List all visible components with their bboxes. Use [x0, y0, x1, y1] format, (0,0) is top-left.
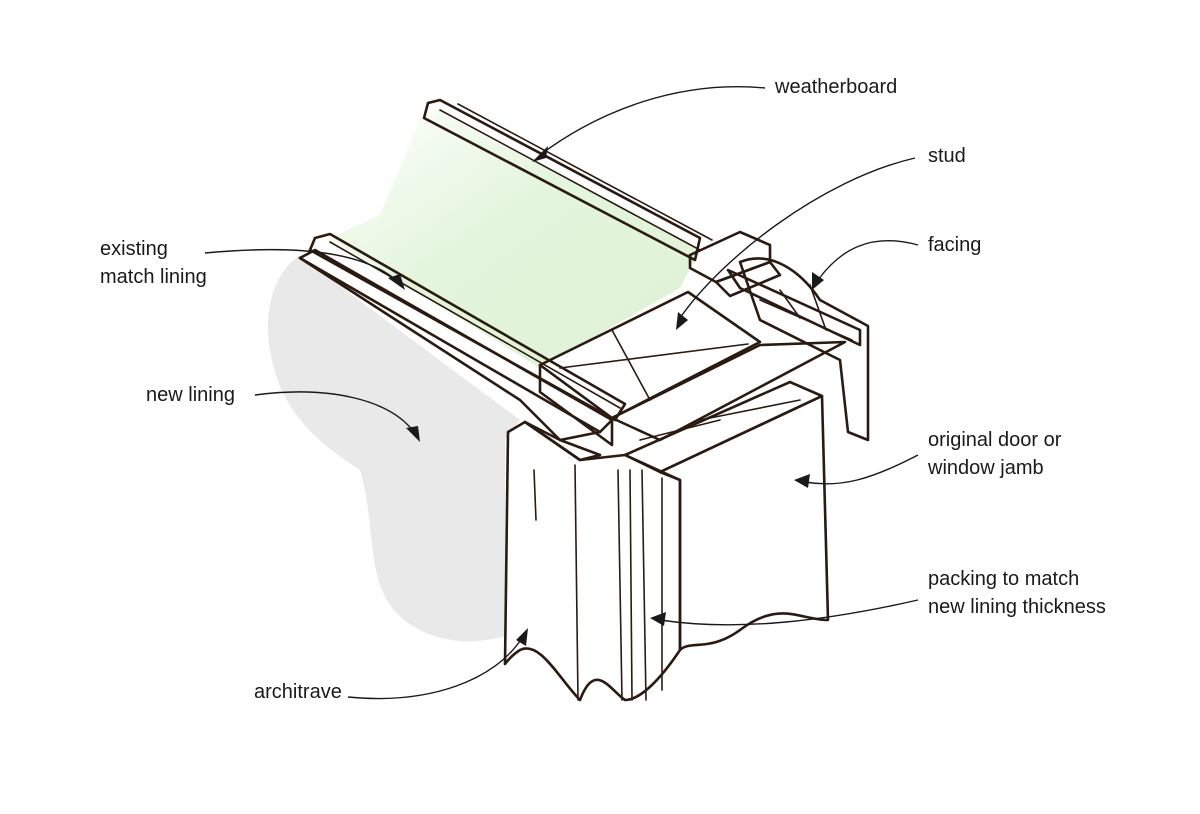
facing-part — [688, 230, 870, 442]
label-architrave: architrave — [254, 681, 342, 703]
new-lining-area — [267, 255, 520, 642]
lining-strip — [298, 232, 627, 442]
weatherboard-part — [422, 98, 713, 262]
wall-interior-face — [330, 112, 700, 368]
label-packing-line-1: packing to match — [928, 568, 1080, 590]
original-jamb-part — [610, 340, 847, 652]
label-original-jamb-line-2: window jamb — [928, 457, 1044, 479]
label-existing-match-lining-line-1: existing — [100, 238, 168, 260]
label-new-lining: new lining — [146, 384, 235, 406]
leader-packing — [650, 599, 919, 626]
label-original-jamb: original door or window jamb — [928, 426, 1061, 482]
leader-stud — [676, 157, 916, 330]
label-weatherboard: weatherboard — [775, 76, 898, 98]
label-existing-match-lining: existing match lining — [100, 235, 207, 291]
label-packing-line-2: new lining thickness — [928, 596, 1106, 618]
label-facing: facing — [928, 234, 982, 256]
architrave-part — [503, 420, 682, 702]
leader-new-lining — [254, 391, 420, 442]
label-stud: stud — [928, 145, 966, 167]
label-existing-match-lining-line-2: match lining — [100, 266, 207, 288]
leader-weatherboard — [532, 86, 766, 162]
label-packing: packing to match new lining thickness — [928, 565, 1106, 621]
leader-facing — [812, 240, 919, 290]
leader-architrave — [347, 628, 528, 700]
leader-match-lining — [204, 248, 405, 290]
label-original-jamb-line-1: original door or — [928, 429, 1062, 451]
leader-jamb — [794, 454, 919, 488]
